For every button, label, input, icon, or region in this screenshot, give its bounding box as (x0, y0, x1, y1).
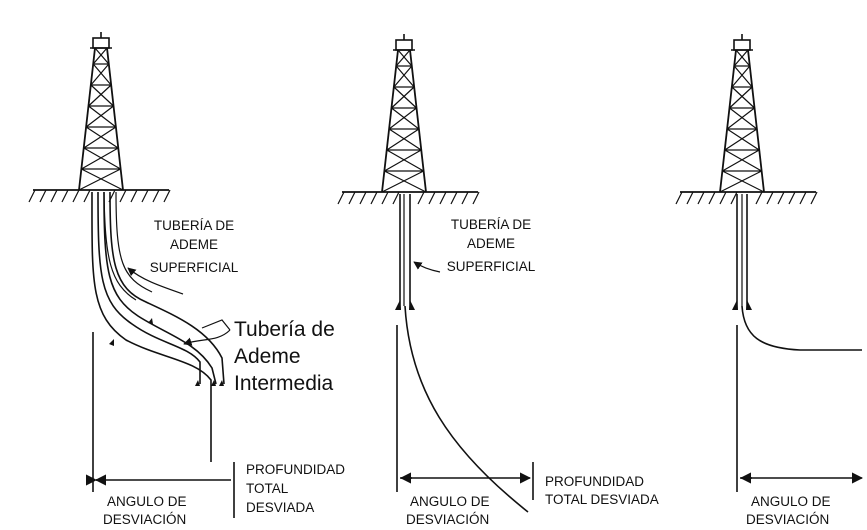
total-depth-label: PROFUNDIDAD TOTAL DESVIADA (545, 474, 659, 507)
svg-text:ADEME: ADEME (467, 236, 515, 251)
svg-text:PROFUNDIDAD: PROFUNDIDAD (246, 462, 345, 477)
svg-text:ANGULO DE: ANGULO DE (410, 494, 490, 509)
svg-text:ANGULO DE: ANGULO DE (751, 494, 831, 509)
drilling-rig-icon (78, 31, 124, 191)
ground-surface (28, 189, 171, 203)
surface-casing (395, 194, 415, 310)
surface-casing-label: TUBERÍA DE ADEME SUPERFICIAL (150, 218, 239, 275)
deviated-wellbore (404, 305, 529, 513)
surface-casing-pointer (413, 261, 441, 273)
svg-text:TOTAL: TOTAL (246, 481, 289, 496)
casing-strings (91, 191, 225, 462)
svg-text:ADEME: ADEME (170, 237, 218, 252)
deviation-angle-label: ANGULO DE DESVIACIÓN (746, 494, 831, 527)
svg-text:Tubería de: Tubería de (234, 318, 335, 341)
svg-text:TUBERÍA DE: TUBERÍA DE (451, 217, 531, 232)
svg-text:DESVIACIÓN: DESVIACIÓN (406, 512, 489, 527)
svg-text:SUPERFICIAL: SUPERFICIAL (447, 259, 536, 274)
svg-text:DESVIADA: DESVIADA (246, 500, 314, 515)
drilling-rig-icon (381, 33, 427, 193)
svg-text:Intermedia: Intermedia (234, 372, 334, 395)
horizontal-wellbore (741, 305, 862, 351)
svg-text:TUBERÍA DE: TUBERÍA DE (154, 218, 234, 233)
panel-1: TUBERÍA DE ADEME SUPERFICIAL Tubería de … (28, 31, 345, 527)
svg-text:SUPERFICIAL: SUPERFICIAL (150, 260, 239, 275)
surface-casing-pointer (127, 267, 184, 295)
deviation-angle-label: ANGULO DE DESVIACIÓN (406, 494, 490, 527)
intermediate-casing-pointer (183, 329, 231, 346)
intermediate-casing-label: Tubería de Ademe Intermedia (234, 318, 335, 395)
drilling-rig-icon (719, 33, 765, 193)
deviation-angle-label: ANGULO DE DESVIACIÓN (103, 494, 187, 527)
ground-surface (337, 191, 480, 205)
svg-text:DESVIACIÓN: DESVIACIÓN (746, 512, 829, 527)
surface-casing-label: TUBERÍA DE ADEME SUPERFICIAL (447, 217, 536, 274)
svg-text:TOTAL DESVIADA: TOTAL DESVIADA (545, 492, 659, 507)
total-depth-label: PROFUNDIDAD TOTAL DESVIADA (246, 462, 345, 515)
svg-text:DESVIACIÓN: DESVIACIÓN (103, 512, 186, 527)
svg-text:Ademe: Ademe (234, 345, 301, 368)
svg-text:PROFUNDIDAD: PROFUNDIDAD (545, 474, 644, 489)
surface-casing (732, 194, 752, 310)
svg-text:ANGULO DE: ANGULO DE (107, 494, 187, 509)
panel-3: ANGULO DE DESVIACIÓN (675, 33, 864, 527)
panel-2: TUBERÍA DE ADEME SUPERFICIAL PROFUNDIDAD… (337, 33, 659, 527)
